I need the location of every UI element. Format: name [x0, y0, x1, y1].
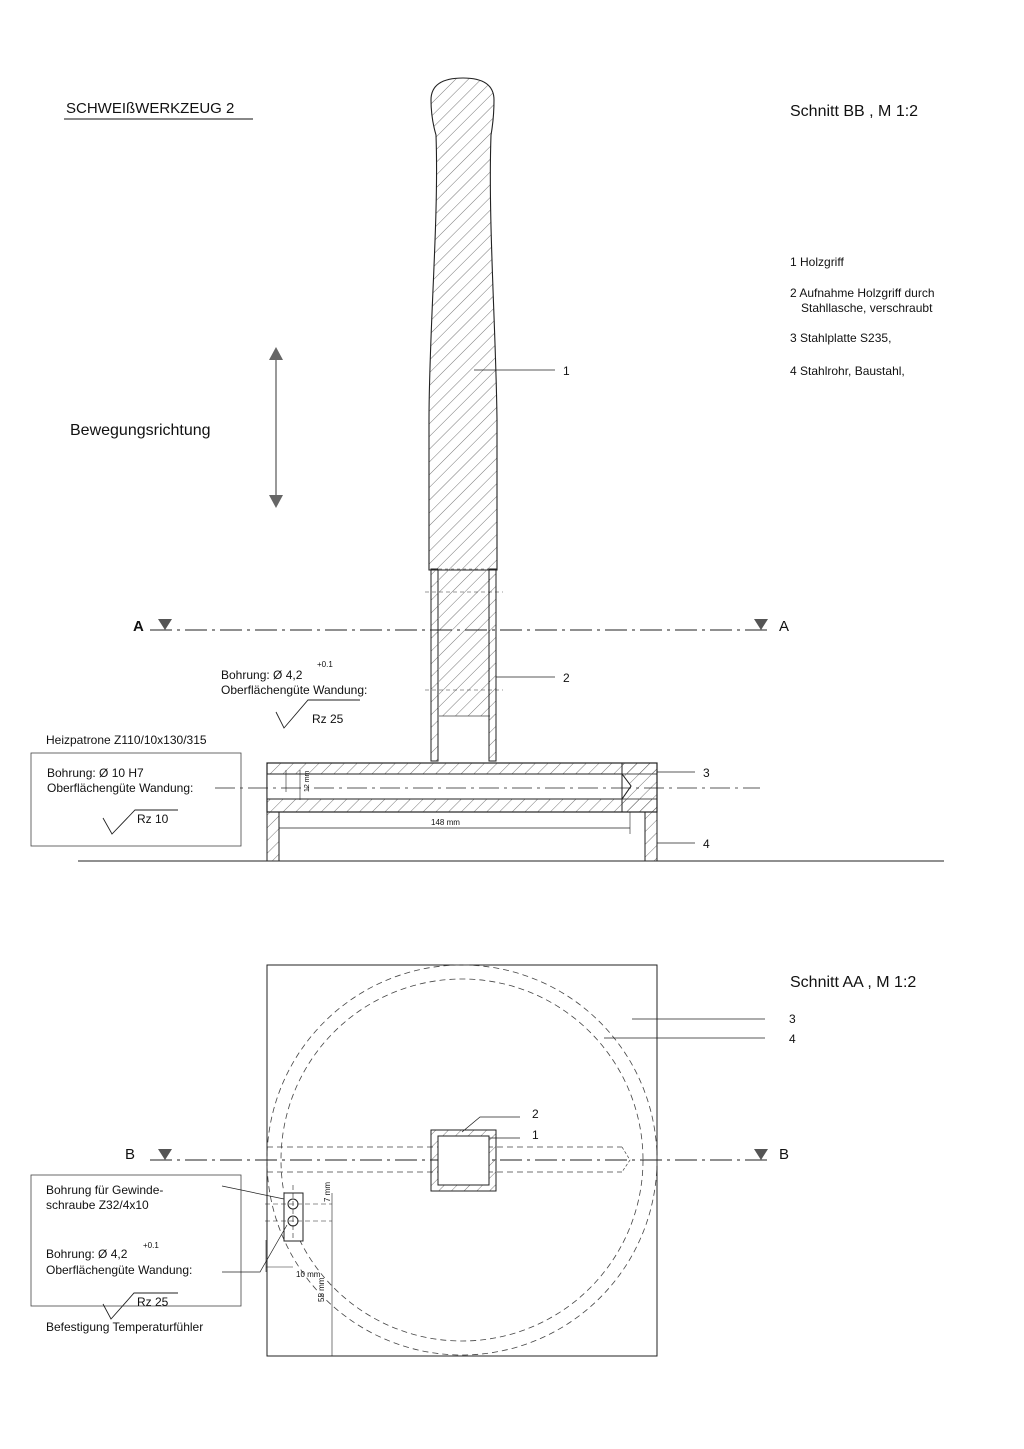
box-surface-label: Oberflächengüte Wandung: [47, 781, 193, 795]
bore-hidden-lines [267, 1146, 631, 1173]
dim-10mm: 10 mm [296, 1270, 321, 1279]
box-bore-label: Bohrung: Ø 10 H7 [47, 766, 144, 780]
sensor-note-box [30, 1174, 242, 1307]
plan-callout-1: 1 [532, 1128, 539, 1142]
section-line-a [150, 619, 770, 631]
legend-item-2-line1: 2 Aufnahme Holzgriff durch [790, 286, 935, 300]
cartridge-label: Heizpatrone Z110/10x130/315 [46, 733, 207, 747]
steel-plate [266, 762, 658, 813]
cartridge-note-box [30, 752, 242, 847]
motion-direction-arrow [269, 347, 283, 508]
plan-surface-symbol-rz25 [102, 1292, 178, 1320]
section-mark-a-left: A [133, 618, 144, 635]
tab-holder-plan [430, 1129, 497, 1192]
dim-55mm: 55 mm [317, 1277, 326, 1302]
bore-surface-label: Oberflächengüte Wandung: [221, 683, 367, 697]
bore-tolerance: +0.1 [317, 660, 333, 669]
legend-item-1: 1 Holzgriff [790, 255, 844, 269]
steel-tube-section [266, 811, 658, 862]
bore-label: Bohrung: Ø 4,2 [221, 668, 303, 682]
section-mark-b-right: B [779, 1146, 789, 1163]
plan-bore-tolerance: +0.1 [143, 1241, 159, 1250]
plan-callout-4: 4 [789, 1032, 796, 1046]
surface-symbol-rz10 [102, 809, 178, 835]
plan-bore-surface: Oberflächengüte Wandung: [46, 1263, 192, 1277]
surface-symbol-rz25 [275, 699, 360, 729]
steel-tab-holder [425, 568, 503, 762]
callout-1: 1 [563, 364, 570, 378]
plan-callout-3: 3 [789, 1012, 796, 1026]
section-mark-b-left: B [125, 1146, 135, 1163]
callout-2: 2 [563, 671, 570, 685]
sensor-caption: Befestigung Temperaturfühler [46, 1320, 203, 1334]
dim-7mm: 7 mm [323, 1182, 332, 1202]
dim-148-line [278, 812, 631, 834]
plan-surface-rz25: Rz 25 [137, 1295, 169, 1309]
surface-rz10: Rz 10 [137, 812, 169, 826]
plan-bore-label: Bohrung: Ø 4,2 [46, 1247, 128, 1261]
dim-12mm: 12 mm [304, 770, 311, 792]
callout-4: 4 [703, 837, 710, 851]
bore-leader [222, 1224, 288, 1273]
plan-callout-line-2 [461, 1116, 520, 1133]
screw-label-line1: Bohrung für Gewinde- [46, 1183, 163, 1197]
section-mark-a-right: A [779, 618, 789, 635]
sensor-bracket [265, 1185, 333, 1356]
plan-callout-2: 2 [532, 1107, 539, 1121]
screw-label-line2: schraube Z32/4x10 [46, 1198, 149, 1212]
legend-item-2-line2: Stahllasche, verschraubt [801, 301, 933, 315]
section-aa-title: Schnitt AA , M 1:2 [790, 974, 916, 991]
wooden-handle [428, 77, 498, 717]
drawing-title: SCHWEIßWERKZEUG 2 [66, 100, 234, 117]
motion-label: Bewegungsrichtung [70, 422, 211, 439]
parts-legend: 1 Holzgriff 2 Aufnahme Holzgriff durch S… [790, 255, 935, 378]
surface-rz25: Rz 25 [312, 712, 344, 726]
screw-leader [221, 1185, 285, 1200]
dim-148mm: 148 mm [431, 818, 460, 827]
callout-3: 3 [703, 766, 710, 780]
legend-item-4: 4 Stahlrohr, Baustahl, [790, 364, 905, 378]
section-bb-title: Schnitt BB , M 1:2 [790, 103, 918, 120]
legend-item-3: 3 Stahlplatte S235, [790, 331, 891, 345]
